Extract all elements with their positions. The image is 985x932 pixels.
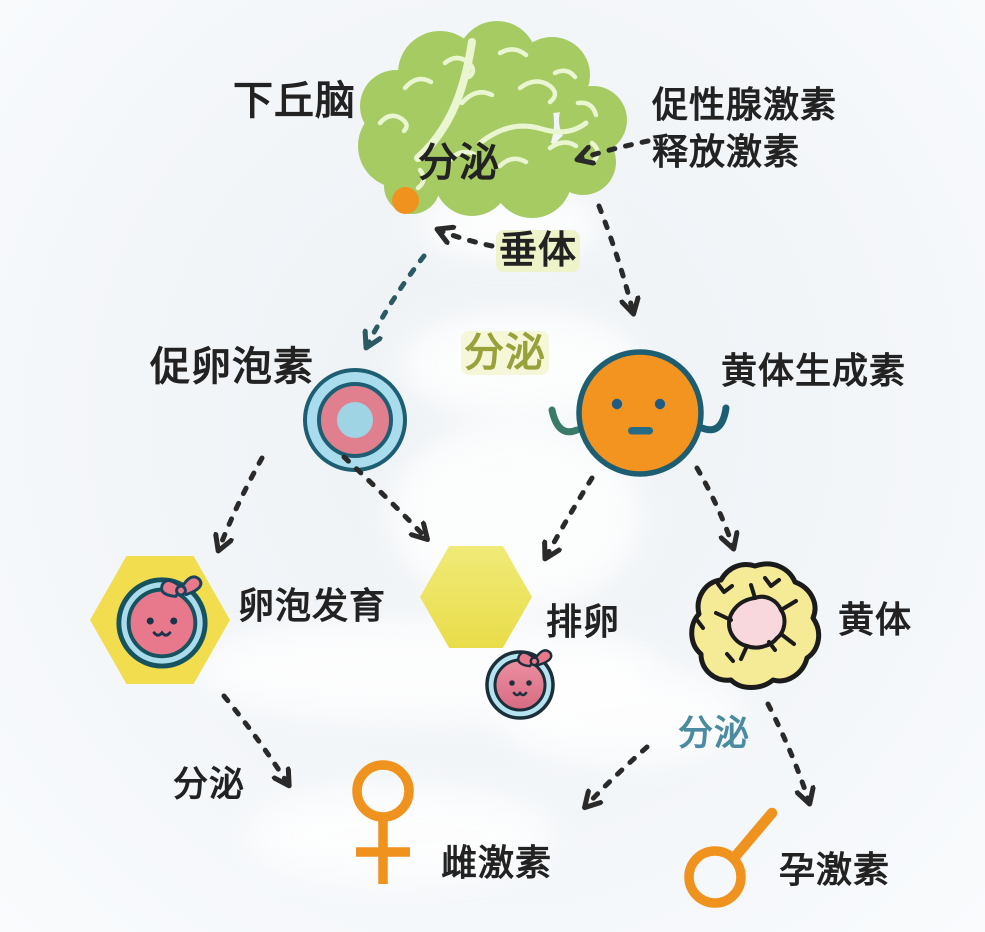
- pituitary-secrete-label: 分泌: [461, 331, 549, 375]
- follicle-face-icon: [116, 575, 208, 669]
- pituitary-label: 垂体: [496, 230, 581, 272]
- gnrh-label-line1: 促性腺激素: [652, 84, 838, 125]
- female-symbol-icon: [352, 760, 414, 884]
- hypothalamus-label: 下丘脑: [233, 79, 356, 123]
- lh-face-icon: [548, 349, 730, 477]
- brain-secrete-label: 分泌: [418, 141, 500, 185]
- corpus-luteum-label: 黄体: [838, 599, 913, 640]
- follicle-secrete-label: 分泌: [173, 765, 246, 804]
- egg-face-icon: [485, 649, 555, 720]
- pituitary-dot-icon: [392, 187, 419, 214]
- corpus-luteum-secrete-label: 分泌: [678, 714, 751, 753]
- lh-label: 黄体生成素: [721, 350, 907, 391]
- progesterone-label: 孕激素: [779, 849, 891, 890]
- corpus-luteum-icon: [689, 561, 822, 690]
- estrogen-label: 雌激素: [441, 842, 553, 883]
- fsh-label: 促卵泡素: [150, 345, 314, 389]
- progesterone-symbol-icon: [684, 807, 778, 908]
- follicle-label: 卵泡发育: [238, 585, 387, 626]
- gnrh-label-line2: 释放激素: [652, 131, 801, 172]
- arrow-corpus-luteum-to-progesterone: [765, 701, 809, 802]
- arrow-fsh-to-follicle: [219, 455, 265, 549]
- fsh-cell-icon: [303, 368, 407, 472]
- ovulation-label: 排卵: [546, 601, 621, 642]
- arrow-brain-to-fsh: [367, 253, 427, 346]
